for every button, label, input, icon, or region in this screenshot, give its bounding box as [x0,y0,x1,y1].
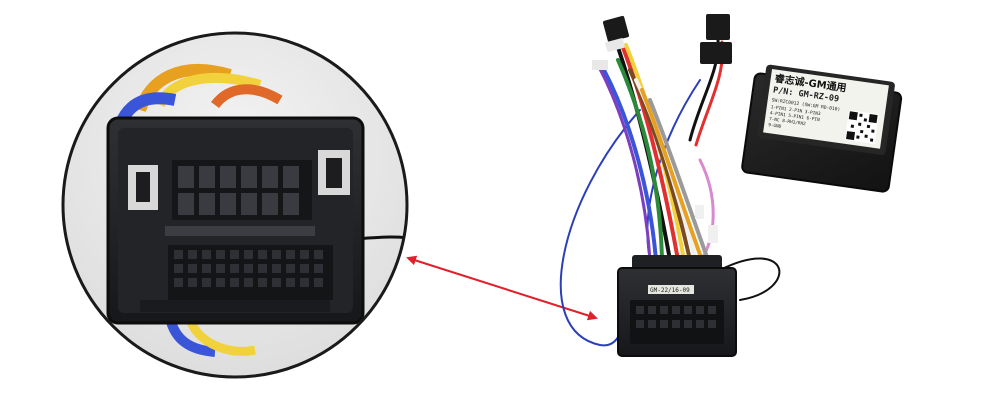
decoder-module: 睿志诚-GM通用 P/N: GM-RZ-09 SW:RZC0012 (SW:GM… [741,64,903,193]
lower-pin-block [168,245,333,300]
wire-tag [708,225,718,243]
zoom-arrow-icon [406,255,598,321]
magnifier-view [61,31,409,379]
small-plug-connectors [592,14,732,70]
wiring-harness [559,28,781,347]
upper-pin-block [172,160,312,220]
module-spec-line: 7-NC 8-RH1/RH2 [769,116,807,127]
wire-tag [695,205,704,219]
harness-connector: GM-22/16-09 [617,255,737,357]
module-spec-line: 9-GND [768,122,782,130]
connector-tag: GM-22/16-09 [650,287,690,294]
qr-code-icon [844,110,879,145]
magnifier-border [61,31,409,379]
